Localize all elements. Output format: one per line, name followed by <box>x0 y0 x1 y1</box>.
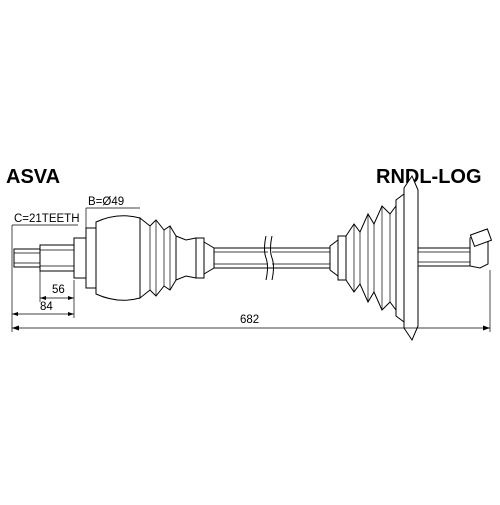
spline-teeth-label: C=21TEETH <box>14 213 80 225</box>
outer-cv-joint <box>13 215 215 301</box>
inner-cv-joint <box>329 174 493 342</box>
dimension-overall: 682 <box>12 270 491 332</box>
break-mark-left <box>264 235 268 281</box>
outer-housing-ring <box>85 227 97 289</box>
outer-taper <box>203 241 215 275</box>
dimension-56: 56 <box>39 270 75 302</box>
outer-boot <box>139 216 177 300</box>
inner-housing-ring <box>395 193 405 323</box>
outer-clamp <box>195 237 205 279</box>
inner-flange <box>403 174 419 342</box>
outer-housing <box>95 215 141 301</box>
spline-stub <box>13 248 41 268</box>
inner-clamp <box>337 235 347 281</box>
outer-collar <box>73 237 87 279</box>
dimension-84-label: 84 <box>40 301 53 313</box>
outer-shaft-neck <box>39 244 75 272</box>
boot-diameter-label: B=Ø49 <box>88 196 124 208</box>
inner-boot <box>345 204 397 312</box>
outer-boot-tail <box>175 235 197 281</box>
brand-label: ASVA <box>6 166 60 188</box>
dimension-56-label: 56 <box>52 284 65 296</box>
stub-end-lug <box>469 228 493 248</box>
part-number-label: RNDL-LOG <box>376 166 482 188</box>
intermediate-shaft <box>214 235 330 281</box>
overall-length-label: 682 <box>240 314 259 326</box>
break-mark-right <box>270 235 274 281</box>
inner-stub-shaft <box>417 247 471 267</box>
inner-taper <box>329 239 339 277</box>
dimension-84: 84 <box>11 258 75 332</box>
